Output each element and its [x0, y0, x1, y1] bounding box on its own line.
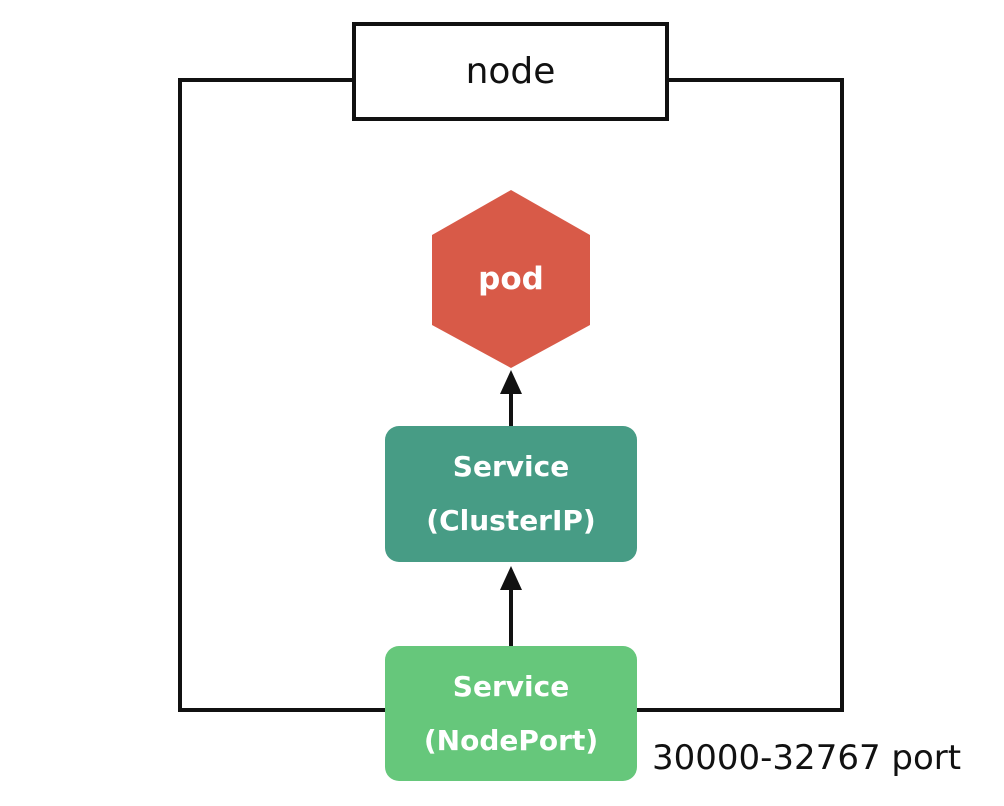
port-range-label: 30000-32767 port	[652, 738, 962, 778]
service-nodeport-line2: (NodePort)	[423, 723, 599, 757]
service-nodeport-line1: Service	[452, 669, 570, 703]
service-nodeport-label: Service (NodePort)	[385, 646, 637, 781]
node-label-box	[352, 22, 669, 121]
node-label: node	[465, 50, 556, 92]
service-clusterip-line2: (ClusterIP)	[426, 504, 596, 537]
arrow-cluster-to-pod	[500, 370, 522, 426]
service-clusterip-box	[385, 426, 637, 562]
service-clusterip-line1: Service	[452, 450, 570, 483]
pod-hexagon	[432, 190, 590, 368]
service-nodeport-box	[385, 646, 637, 781]
pod-label: pod	[478, 261, 544, 297]
arrow-nodeport-to-cluster	[500, 566, 522, 646]
service-clusterip-label: Service (ClusterIP)	[385, 426, 637, 562]
